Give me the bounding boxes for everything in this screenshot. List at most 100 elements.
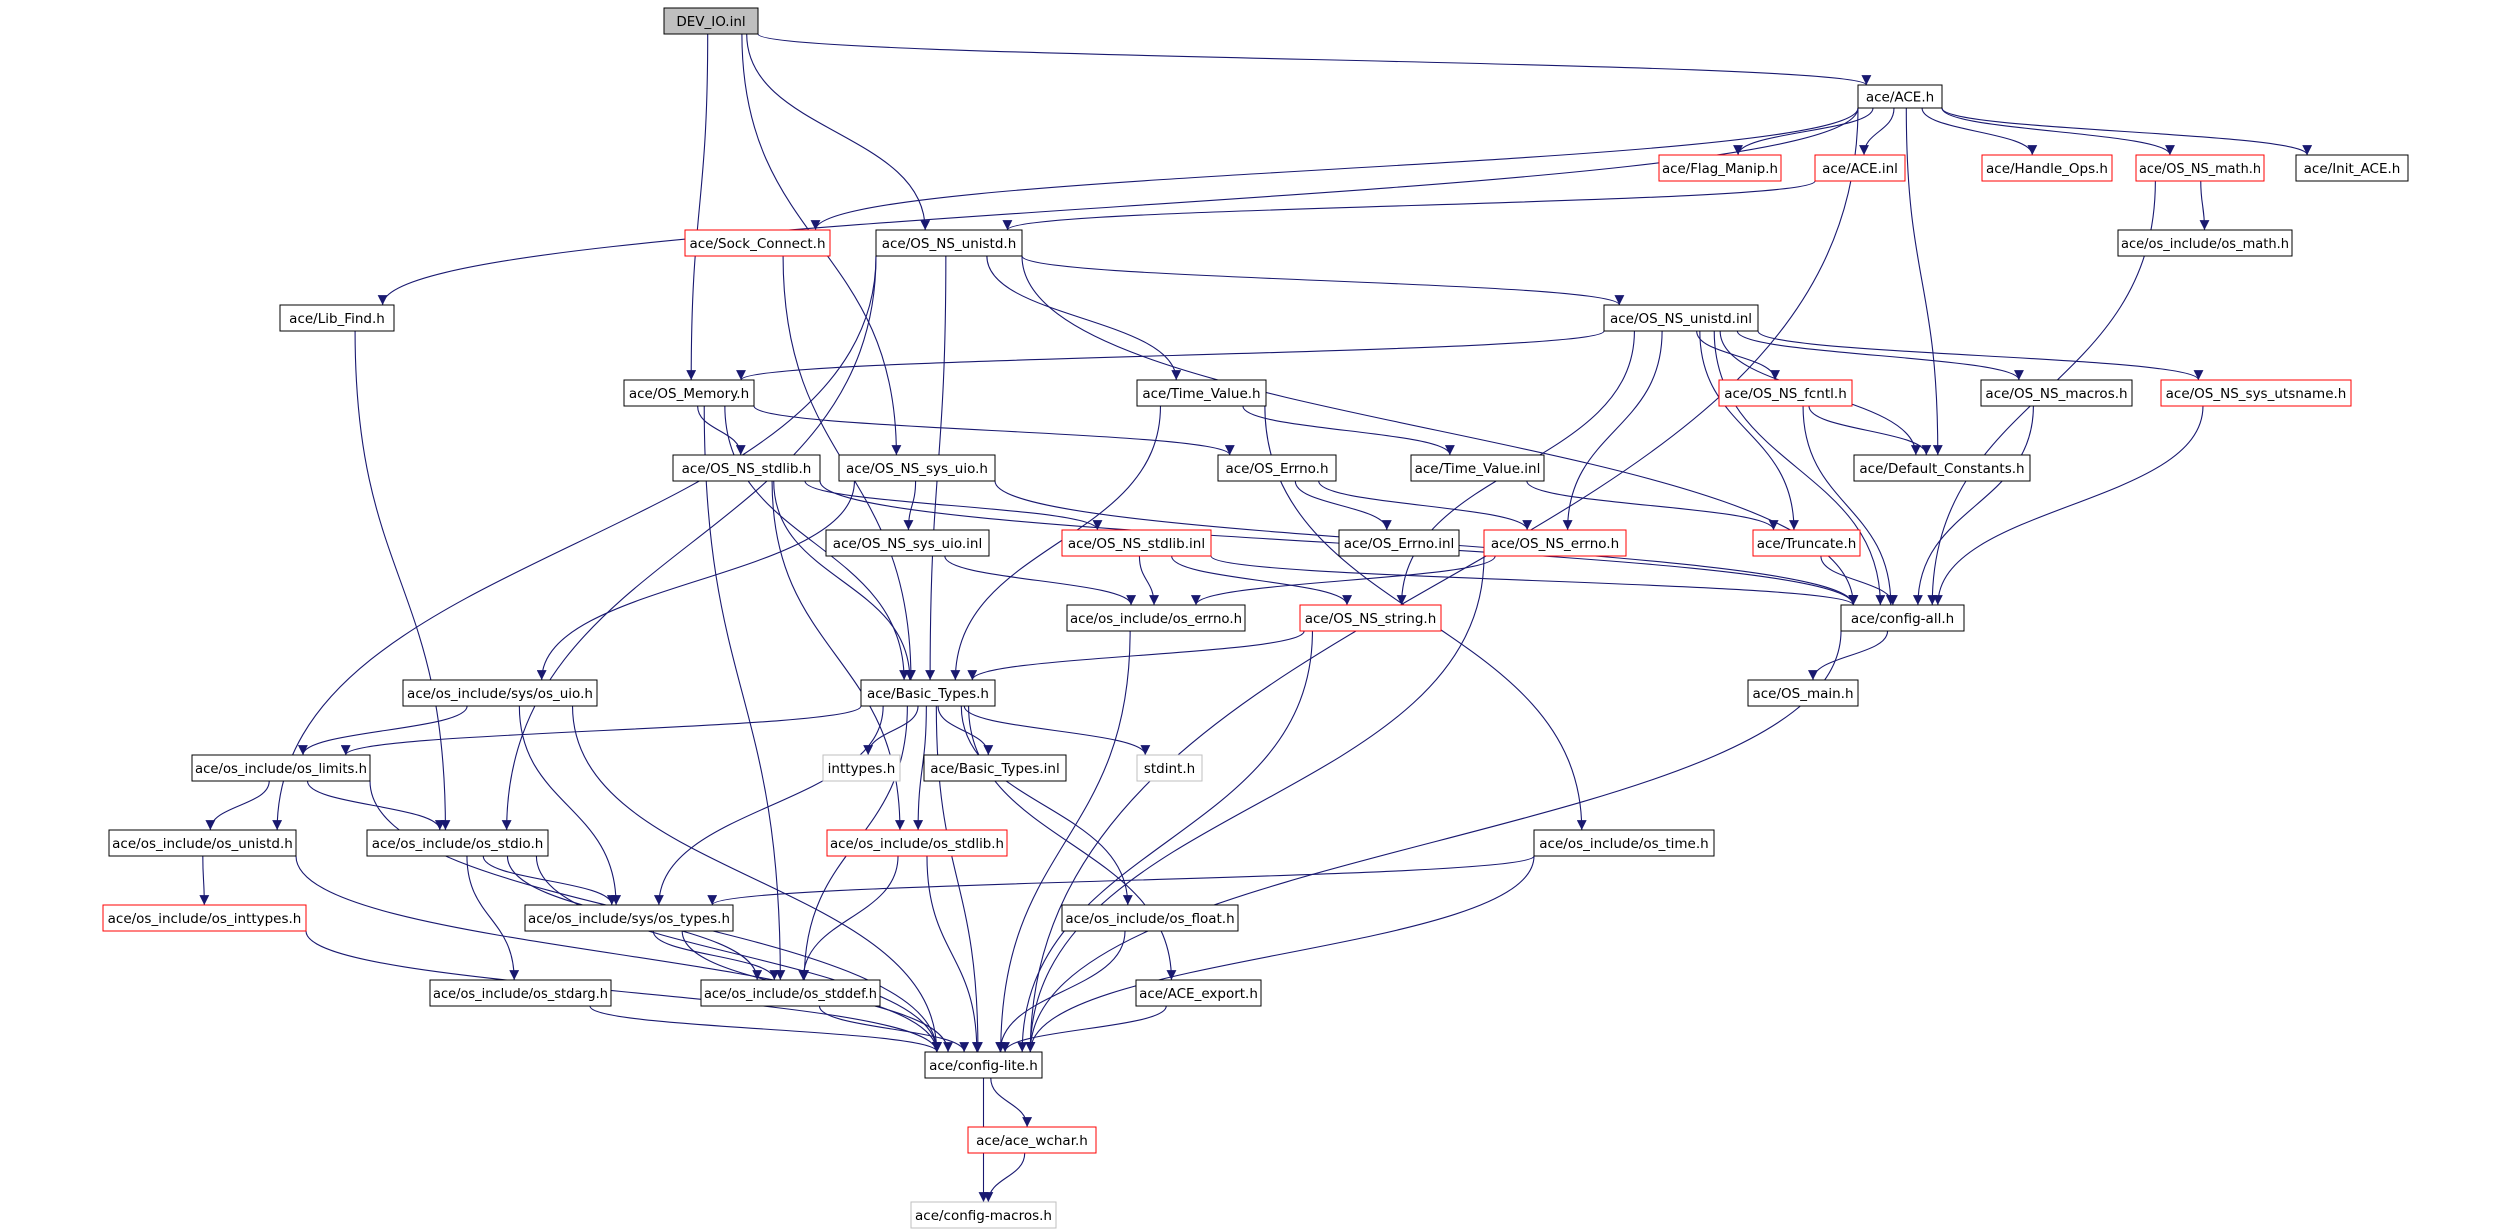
node-label: ace/os_include/os_unistd.h [112, 836, 293, 852]
node-label: ace/OS_main.h [1752, 686, 1853, 702]
node-box [672, 454, 821, 482]
edge-os_ns_sys_uio_h-to-sys_os_uio [536, 480, 855, 681]
node-label: ace/OS_NS_stdlib.inl [1068, 536, 1205, 552]
node-lib_find[interactable]: ace/Lib_Find.h [279, 304, 395, 332]
node-os_ns_sys_utsname[interactable]: ace/OS_NS_sys_utsname.h [2160, 379, 2352, 407]
edge-os_stddef-to-config_lite [818, 1005, 970, 1053]
node-os_ns_unistd_inl[interactable]: ace/OS_NS_unistd.inl [1603, 304, 1759, 332]
edge-basic_types_h-to-os_stdlib [913, 705, 927, 831]
node-os_ns_sys_uio_inl[interactable]: ace/OS_NS_sys_uio.inl [825, 529, 990, 557]
node-os_inc_errno[interactable]: ace/os_include/os_errno.h [1066, 604, 1246, 632]
node-label: ace/OS_NS_math.h [2139, 161, 2261, 177]
edge-os_ns_unistd_h-to-os_inc_unistd [272, 255, 877, 831]
node-os_ns_macros[interactable]: ace/OS_NS_macros.h [1980, 379, 2133, 407]
node-box [366, 829, 549, 857]
node-sock_connect[interactable]: ace/Sock_Connect.h [684, 229, 831, 257]
node-os_ns_sys_uio_h[interactable]: ace/OS_NS_sys_uio.h [838, 454, 996, 482]
node-label: ace/Default_Constants.h [1859, 461, 2024, 477]
node-box [191, 754, 371, 782]
edge-os_ns_errno-to-config_lite [1025, 555, 1485, 1053]
node-label: ace/OS_Memory.h [629, 386, 749, 402]
edge-os_inc_unistd-to-config_lite [295, 855, 942, 1053]
node-flag_manip[interactable]: ace/Flag_Manip.h [1658, 154, 1782, 182]
edge-os_limits-to-os_inc_unistd [205, 780, 270, 831]
node-os_stddef[interactable]: ace/os_include/os_stddef.h [700, 979, 881, 1007]
node-os_ns_stdlib_h[interactable]: ace/OS_NS_stdlib.h [672, 454, 821, 482]
node-dev_io[interactable]: DEV_IO.inl [663, 7, 759, 35]
edge-ace_wchar-to-config_macros [983, 1152, 1026, 1203]
node-os_stdlib[interactable]: ace/os_include/os_stdlib.h [826, 829, 1008, 857]
node-ace_wchar[interactable]: ace/ace_wchar.h [967, 1126, 1097, 1154]
node-label: ace/Time_Value.h [1142, 386, 1260, 402]
node-sys_os_uio[interactable]: ace/os_include/sys/os_uio.h [402, 679, 598, 707]
node-os_math[interactable]: ace/os_include/os_math.h [2117, 229, 2293, 257]
node-os_limits[interactable]: ace/os_include/os_limits.h [191, 754, 371, 782]
node-os_inc_unistd[interactable]: ace/os_include/os_unistd.h [108, 829, 297, 857]
edge-os_ns_unistd_inl-to-truncate [1699, 330, 1799, 531]
node-os_ns_fcntl[interactable]: ace/OS_NS_fcntl.h [1718, 379, 1853, 407]
node-ace_h[interactable]: ace/ACE.h [1857, 84, 1943, 109]
node-os_errno_h[interactable]: ace/OS_Errno.h [1217, 454, 1337, 482]
node-box [1136, 379, 1267, 407]
node-os_ns_stdlib_inl[interactable]: ace/OS_NS_stdlib.inl [1061, 529, 1212, 557]
node-truncate[interactable]: ace/Truncate.h [1752, 529, 1861, 557]
edge-os_ns_stdlib_inl-to-os_inc_errno [1138, 555, 1159, 606]
node-label: ace/OS_NS_stdlib.h [682, 461, 812, 477]
edge-ace_h-to-flag_manip [1733, 107, 1874, 156]
node-box [1299, 604, 1442, 632]
node-box [684, 229, 831, 257]
node-os_main[interactable]: ace/OS_main.h [1747, 679, 1859, 707]
node-os_errno_inl[interactable]: ace/OS_Errno.inl [1338, 529, 1460, 557]
node-os_time[interactable]: ace/os_include/os_time.h [1533, 829, 1715, 857]
node-default_constants[interactable]: ace/Default_Constants.h [1853, 454, 2031, 482]
node-init_ace[interactable]: ace/Init_ACE.h [2295, 154, 2409, 182]
edge-basic_types_h-to-stdint [963, 705, 1151, 756]
node-basic_types_h[interactable]: ace/Basic_Types.h [860, 679, 996, 707]
node-os_stdio[interactable]: ace/os_include/os_stdio.h [366, 829, 549, 857]
node-label: ace/OS_NS_sys_uio.inl [833, 536, 982, 552]
node-label: ace/OS_NS_errno.h [1491, 536, 1619, 552]
node-os_float[interactable]: ace/os_include/os_float.h [1061, 904, 1239, 932]
node-basic_types_inl[interactable]: ace/Basic_Types.inl [923, 754, 1067, 782]
node-box [1136, 754, 1203, 782]
edge-os_ns_stdlib_h-to-basic_types_h [773, 480, 915, 681]
node-box [1483, 529, 1627, 557]
node-config_lite[interactable]: ace/config-lite.h [924, 1051, 1043, 1079]
node-time_value_h[interactable]: ace/Time_Value.h [1136, 379, 1267, 407]
edge-basic_types_h-to-os_float [960, 705, 1133, 906]
node-time_value_inl[interactable]: ace/Time_Value.inl [1410, 454, 1545, 482]
node-os_ns_math[interactable]: ace/OS_NS_math.h [2135, 154, 2265, 182]
edge-ace_h-to-handle_ops [1921, 107, 2038, 156]
node-box [1217, 454, 1337, 482]
node-box [1533, 829, 1715, 857]
edge-os_memory-to-os_ns_stdlib_h [697, 405, 746, 456]
node-handle_ops[interactable]: ace/Handle_Ops.h [1981, 154, 2113, 182]
node-os_ns_errno[interactable]: ace/OS_NS_errno.h [1483, 529, 1627, 557]
node-box [1658, 154, 1782, 182]
node-ace_export[interactable]: ace/ACE_export.h [1135, 979, 1262, 1007]
edge-lib_find-to-os_stdio [354, 330, 451, 831]
node-stdint: stdint.h [1136, 754, 1203, 782]
node-label: ace/Lib_Find.h [289, 311, 385, 327]
node-os_memory[interactable]: ace/OS_Memory.h [623, 379, 755, 407]
edge-basic_types_h-to-sys_os_types [653, 705, 884, 906]
node-ace_inl[interactable]: ace/ACE.inl [1814, 154, 1906, 182]
edge-os_ns_sys_uio_h-to-os_ns_sys_uio_inl [903, 480, 917, 531]
edge-os_time-to-sys_os_types [707, 855, 1535, 906]
edge-ace_inl-to-os_ns_unistd_h [1002, 180, 1816, 231]
node-box [524, 904, 734, 932]
node-os_inttypes[interactable]: ace/os_include/os_inttypes.h [102, 904, 307, 932]
node-box [623, 379, 755, 407]
node-os_ns_string[interactable]: ace/OS_NS_string.h [1299, 604, 1442, 632]
node-os_ns_unistd_h[interactable]: ace/OS_NS_unistd.h [875, 229, 1023, 257]
node-box [663, 7, 759, 35]
edge-ace_h-to-ace_inl [1859, 107, 1895, 156]
node-box [1603, 304, 1759, 332]
node-os_stdarg[interactable]: ace/os_include/os_stdarg.h [429, 979, 612, 1007]
node-config_all[interactable]: ace/config-all.h [1840, 604, 1965, 632]
node-box [1410, 454, 1545, 482]
node-sys_os_types[interactable]: ace/os_include/sys/os_types.h [524, 904, 734, 932]
edge-os_ns_string-to-config_lite [1017, 630, 1313, 1053]
edge-os_ns_stdlib_inl-to-os_ns_string [1171, 555, 1352, 606]
